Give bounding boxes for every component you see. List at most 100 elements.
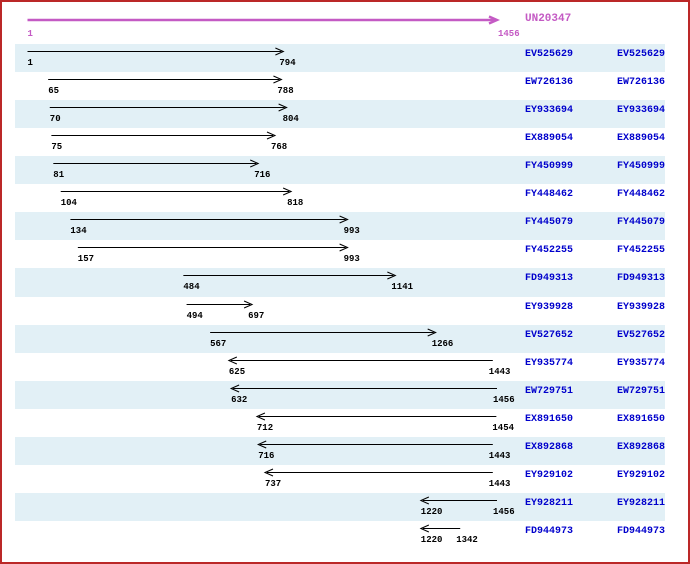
- alignment-arrow-icon: [186, 300, 254, 308]
- alignment-row: 70 804 EY933694 EY933694: [2, 100, 688, 129]
- alignment-arrow-icon: [419, 524, 461, 533]
- accession-link-secondary[interactable]: EY935774: [617, 357, 666, 369]
- accession-link-secondary[interactable]: EV525629: [617, 49, 666, 60]
- alignment-row: 632 1456 EW729751 EW729751: [2, 380, 688, 409]
- alignment-start-label: 737: [265, 478, 282, 489]
- alignment-row: 104 818 FY448462 FY448462: [2, 184, 688, 212]
- alignment-arrow-icon: [70, 215, 349, 224]
- accession-link-primary[interactable]: EY939928: [525, 301, 574, 313]
- alignment-arrow-icon: [51, 131, 277, 140]
- accession-link-primary[interactable]: FD944973: [525, 526, 574, 538]
- alignment-start-label: 494: [186, 310, 203, 321]
- row-band: [15, 156, 665, 185]
- accession-link-primary[interactable]: EY928211: [525, 497, 574, 509]
- accession-link-primary[interactable]: EW726136: [525, 77, 574, 89]
- alignment-row: 716 1443 EX892868 EX892868: [2, 436, 688, 465]
- accession-link-secondary[interactable]: FY452255: [617, 245, 666, 257]
- accession-link-secondary[interactable]: EY939928: [617, 301, 666, 313]
- accession-link-primary[interactable]: EX892868: [525, 441, 574, 453]
- accession-link-primary[interactable]: FY445079: [525, 217, 574, 229]
- accession-link-primary[interactable]: EV527652: [525, 329, 574, 341]
- reference-arrow-icon: [27, 15, 500, 25]
- accession-link-secondary[interactable]: FD949313: [617, 273, 666, 285]
- alignment-arrow-icon: [48, 75, 283, 84]
- accession-link-secondary[interactable]: EY929102: [617, 469, 666, 481]
- alignment-row: 494 697 EY939928 EY939928: [2, 297, 688, 325]
- accession-link-primary[interactable]: EX891650: [525, 413, 574, 425]
- alignment-start-label: 1: [27, 58, 33, 68]
- accession-link-secondary[interactable]: FY445079: [617, 217, 666, 229]
- alignment-arrow-icon: [419, 496, 497, 505]
- alignment-row: 1220 1342 FD944973 FD944973: [2, 521, 688, 549]
- accession-link-primary[interactable]: EY929102: [525, 469, 574, 481]
- alignment-start-label: 567: [210, 338, 227, 349]
- row-band: [15, 380, 665, 409]
- alignment-end-label: 697: [248, 310, 265, 321]
- alignment-row: 625 1443 EY935774 EY935774: [2, 353, 688, 381]
- alignment-row: 484 1141 FD949313 FD949313: [2, 268, 688, 297]
- row-band: [15, 44, 665, 73]
- accession-link-secondary[interactable]: EX891650: [617, 413, 666, 425]
- alignment-end-label: 804: [282, 114, 299, 125]
- accession-link-primary[interactable]: EY935774: [525, 357, 574, 369]
- reference-id-label: UN20347: [525, 13, 572, 25]
- alignment-arrow-icon: [49, 103, 288, 112]
- alignment-end-label: 1443: [488, 366, 511, 377]
- alignment-start-label: 716: [258, 450, 275, 461]
- alignment-arrow-icon: [256, 440, 493, 449]
- alignment-start-label: 65: [48, 86, 59, 97]
- alignment-row: 75 768 EX889054 EX889054: [2, 128, 688, 156]
- accession-link-secondary[interactable]: FY448462: [617, 189, 666, 201]
- alignment-end-label: 1342: [456, 535, 478, 546]
- alignment-end-label: 1454: [492, 422, 514, 433]
- accession-link-primary[interactable]: EX889054: [525, 133, 574, 145]
- alignment-arrow-icon: [77, 243, 349, 252]
- row-band: [15, 268, 665, 297]
- accession-link-secondary[interactable]: EY928211: [617, 497, 666, 509]
- accession-link-primary[interactable]: EY933694: [525, 105, 574, 117]
- alignment-start-label: 1220: [420, 506, 443, 517]
- alignment-end-label: 993: [343, 226, 360, 237]
- accession-link-secondary[interactable]: EX892868: [617, 441, 666, 453]
- row-band: [15, 100, 665, 129]
- accession-link-secondary[interactable]: FD944973: [617, 526, 666, 538]
- accession-link-primary[interactable]: EV525629: [525, 49, 574, 60]
- accession-link-primary[interactable]: EW729751: [525, 385, 574, 397]
- alignment-start-label: 484: [183, 282, 200, 293]
- alignment-row: 712 1454 EX891650 EX891650: [2, 409, 688, 437]
- accession-link-secondary[interactable]: EW729751: [617, 385, 666, 397]
- reference-start-label: 1: [27, 29, 33, 39]
- alignment-end-label: 716: [254, 170, 271, 181]
- alignment-arrow-icon: [60, 187, 293, 196]
- alignment-start-label: 134: [70, 226, 87, 237]
- alignment-arrow-icon: [53, 159, 260, 168]
- alignment-row: 81 716 FY450999 FY450999: [2, 156, 688, 185]
- alignment-end-label: 1456: [493, 506, 515, 517]
- alignment-row: 65 788 EW726136 EW726136: [2, 72, 688, 100]
- alignment-arrow-icon: [27, 47, 285, 56]
- alignment-row: 134 993 FY445079 FY445079: [2, 212, 688, 241]
- accession-link-primary[interactable]: FY448462: [525, 189, 574, 201]
- alignment-row: 1220 1456 EY928211 EY928211: [2, 492, 688, 521]
- reference-end-label: 1456: [498, 29, 520, 39]
- alignment-start-label: 1220: [420, 535, 443, 546]
- alignment-arrow-icon: [255, 412, 497, 421]
- accession-link-secondary[interactable]: EV527652: [617, 329, 666, 341]
- accession-link-secondary[interactable]: EX889054: [617, 133, 666, 145]
- reference-row: 1 1456 UN20347: [2, 2, 688, 44]
- alignment-end-label: 794: [279, 58, 296, 68]
- row-band: [15, 324, 665, 353]
- alignment-arrow-icon: [210, 328, 437, 337]
- accession-link-primary[interactable]: FD949313: [525, 273, 574, 285]
- alignment-end-label: 818: [287, 198, 304, 209]
- accession-link-primary[interactable]: FY450999: [525, 161, 574, 173]
- alignment-arrow-icon: [229, 384, 497, 393]
- alignment-start-label: 81: [53, 170, 65, 181]
- accession-link-secondary[interactable]: EY933694: [617, 105, 666, 117]
- accession-link-primary[interactable]: FY452255: [525, 245, 574, 257]
- alignment-end-label: 1266: [431, 338, 454, 349]
- accession-link-secondary[interactable]: FY450999: [617, 161, 666, 173]
- accession-link-secondary[interactable]: EW726136: [617, 77, 666, 89]
- alignment-start-label: 632: [231, 394, 248, 405]
